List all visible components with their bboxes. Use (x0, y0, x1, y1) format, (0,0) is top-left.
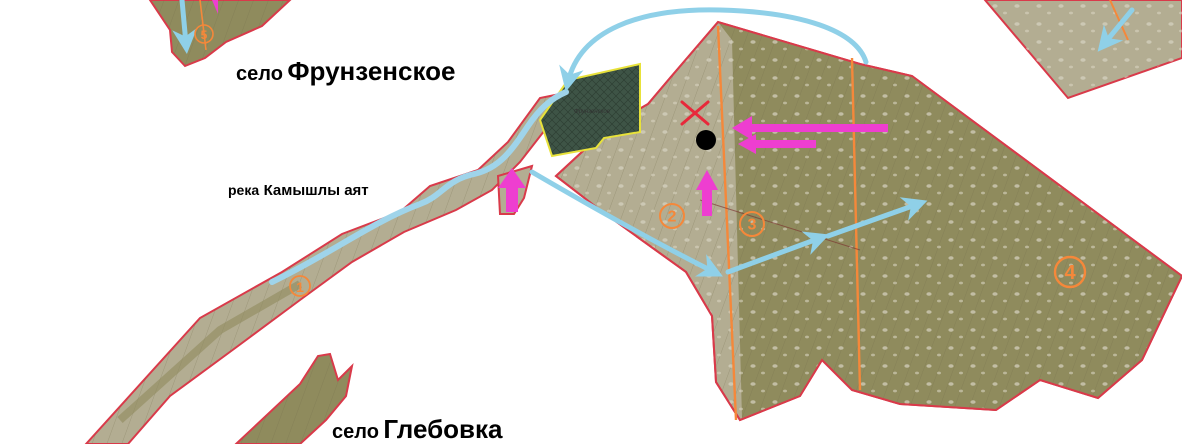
flow-arrow-icon (559, 7, 869, 92)
pink-arrow-icon (212, 0, 218, 14)
pink-arrow-icon (738, 134, 816, 154)
zone-number-2: 2 (659, 203, 685, 229)
svg-text:3: 3 (748, 217, 757, 234)
pink-arrow-icon (732, 116, 888, 140)
flow-arrow-icon (825, 197, 928, 239)
svg-text:5: 5 (201, 28, 208, 42)
zone-number-1: 1 (289, 275, 311, 297)
flow-arrows (172, 0, 1135, 277)
pink-arrow-icon (498, 168, 526, 212)
flow-arrow-icon (725, 231, 830, 275)
svg-text:4: 4 (1064, 262, 1076, 284)
river-prefix: река (228, 182, 260, 198)
village-name: Глебовка (383, 414, 503, 444)
land-parcel-glebovka (234, 352, 354, 444)
cross-mark-icon (680, 100, 710, 126)
village-prefix: село (236, 63, 283, 85)
svg-text:1: 1 (296, 279, 304, 295)
river-label: река Камышлы аят (228, 182, 369, 200)
village-prefix: село (332, 421, 379, 443)
flow-arrow-icon (529, 169, 723, 277)
zone-number-3: 3 (739, 211, 765, 237)
village-label-glebovka: село Глебовка (332, 414, 503, 445)
village-label-frunzenskoe: село Фрунзенское (236, 56, 455, 87)
zone-number-5: 5 (194, 24, 214, 44)
village-area-name: Фрунзенское (574, 109, 611, 115)
pink-arrow-icon (696, 170, 718, 216)
river-name: Камышлы аят (263, 182, 369, 199)
flow-arrow-icon (1097, 7, 1135, 52)
land-parcel-topright (983, 0, 1182, 100)
zone-number-4: 4 (1053, 255, 1087, 289)
river (269, 89, 569, 285)
flow-arrow-icon (172, 0, 198, 54)
pink-arrows (212, 0, 888, 216)
svg-text:2: 2 (668, 209, 677, 226)
village-name: Фрунзенское (287, 56, 456, 86)
zone-boundary-line (716, 25, 738, 421)
point-marker-icon (696, 130, 716, 150)
